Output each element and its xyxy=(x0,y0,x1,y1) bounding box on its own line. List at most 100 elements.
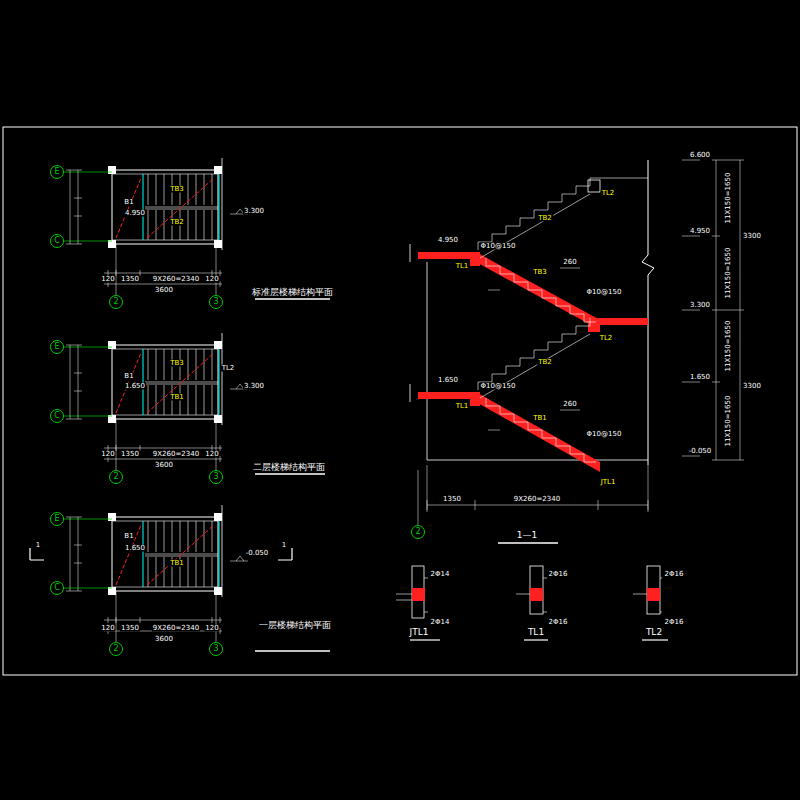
axis-label: C xyxy=(54,584,60,592)
axis-bubble: 3 xyxy=(209,295,223,309)
member-label: TB3 xyxy=(169,186,185,193)
axis-bubble: C xyxy=(50,409,64,423)
member-label: TB1 xyxy=(169,560,185,567)
dimension-text: 1.650 xyxy=(124,545,146,552)
dimension-text: 1.650 xyxy=(437,377,459,384)
dimension-text: 3.300 xyxy=(689,302,711,309)
dimension-text: -0.050 xyxy=(688,448,713,455)
dimension-text: 2Φ14 xyxy=(430,619,451,626)
dimension-text: 3600 xyxy=(154,287,174,294)
axis-label: 2 xyxy=(113,645,118,653)
dimension-text: 120 xyxy=(100,276,115,283)
axis-bubble: 2 xyxy=(411,525,425,539)
dimension-text: 120 xyxy=(204,625,219,632)
drawing-title: 一层楼梯结构平面 xyxy=(258,621,332,630)
dimension-text: 3600 xyxy=(154,636,174,643)
axis-label: 3 xyxy=(213,298,218,306)
member-label: TL1 xyxy=(455,263,470,270)
member-label: JTL1 xyxy=(600,479,617,486)
dimension-text: B1 xyxy=(123,533,134,540)
dimension-text: 11X150=1650 xyxy=(725,172,732,225)
dimension-text: 2Φ16 xyxy=(548,619,569,626)
dimension-text: 120 xyxy=(204,451,219,458)
dimension-text: -0.050 xyxy=(245,550,270,557)
member-label: TL2 xyxy=(599,335,614,342)
dimension-text: 120 xyxy=(100,451,115,458)
axis-bubble: 2 xyxy=(109,642,123,656)
dimension-text: 6.600 xyxy=(689,152,711,159)
dimension-text: 2Φ16 xyxy=(664,619,685,626)
dimension-text: 9X260=2340 xyxy=(152,451,200,458)
member-label: TB2 xyxy=(169,219,185,226)
dimension-text: 1350 xyxy=(120,451,140,458)
dimension-text: 11X150=1650 xyxy=(725,320,732,373)
dimension-text: 4.950 xyxy=(124,210,146,217)
axis-bubble: C xyxy=(50,581,64,595)
axis-bubble: E xyxy=(50,165,64,179)
dimension-text: B1 xyxy=(123,373,134,380)
member-label: TL1 xyxy=(455,403,470,410)
member-label: TB3 xyxy=(169,360,185,367)
dimension-text: 120 xyxy=(204,276,219,283)
dimension-text: 1 xyxy=(281,542,287,549)
axis-label: 3 xyxy=(213,473,218,481)
drawing-title: TL1 xyxy=(527,628,545,637)
drawing-title: TL2 xyxy=(645,628,663,637)
dimension-text: 1350 xyxy=(120,276,140,283)
dimension-text: 2Φ16 xyxy=(664,571,685,578)
dimension-text: 120 xyxy=(100,625,115,632)
axis-label: 2 xyxy=(113,298,118,306)
dimension-text: 1 xyxy=(35,542,41,549)
drawing-title: JTL1 xyxy=(409,628,430,637)
axis-label: 2 xyxy=(113,473,118,481)
dimension-text: Φ10@150 xyxy=(586,431,623,438)
axis-label: 3 xyxy=(213,645,218,653)
dimension-text: 3300 xyxy=(742,233,762,240)
dimension-text: 3.300 xyxy=(243,208,265,215)
axis-label: C xyxy=(54,237,60,245)
dimension-text: Φ10@150 xyxy=(480,383,517,390)
member-label: TB2 xyxy=(537,215,553,222)
dimension-text: 1.650 xyxy=(689,374,711,381)
drawing-title: 二层楼梯结构平面 xyxy=(252,463,326,472)
axis-bubble: E xyxy=(50,512,64,526)
dimension-text: Φ10@150 xyxy=(586,289,623,296)
dimension-text: 3300 xyxy=(742,383,762,390)
member-label: TL2 xyxy=(601,190,616,197)
axis-bubble: 3 xyxy=(209,642,223,656)
dimension-text: 1.650 xyxy=(124,383,146,390)
axis-label: E xyxy=(54,168,59,176)
axis-label: E xyxy=(54,515,59,523)
axis-bubble: E xyxy=(50,340,64,354)
member-label: TB2 xyxy=(537,359,553,366)
dimension-text: 3600 xyxy=(154,462,174,469)
dimension-text: Φ10@150 xyxy=(480,243,517,250)
axis-label: 2 xyxy=(415,528,420,536)
member-label: TB3 xyxy=(532,269,548,276)
dimension-text: 4.950 xyxy=(437,237,459,244)
axis-bubble: 3 xyxy=(209,470,223,484)
dimension-text: 1350 xyxy=(120,625,140,632)
axis-bubble: C xyxy=(50,234,64,248)
dimension-text: 260 xyxy=(562,259,577,266)
dimension-text: 11X150=1650 xyxy=(725,247,732,300)
drawing-title: 1—1 xyxy=(516,531,538,540)
dimension-text: 9X260=2340 xyxy=(152,276,200,283)
dimension-text: 2Φ14 xyxy=(430,571,451,578)
axis-bubble: 2 xyxy=(109,295,123,309)
dimension-text: 260 xyxy=(562,401,577,408)
axis-label: C xyxy=(54,412,60,420)
dimension-text: 11X150=1650 xyxy=(725,395,732,448)
dimension-text: 1350 xyxy=(442,496,462,503)
axis-bubble: 2 xyxy=(109,470,123,484)
dimension-text: 9X260=2340 xyxy=(513,496,561,503)
dimension-text: 2Φ16 xyxy=(548,571,569,578)
axis-label: E xyxy=(54,343,59,351)
dimension-text: TL2 xyxy=(221,365,236,372)
dimension-text: B1 xyxy=(123,199,134,206)
member-label: TB1 xyxy=(532,415,548,422)
member-label: TB1 xyxy=(169,394,185,401)
dimension-text: 4.950 xyxy=(689,228,711,235)
dimension-text: 3.300 xyxy=(243,383,265,390)
